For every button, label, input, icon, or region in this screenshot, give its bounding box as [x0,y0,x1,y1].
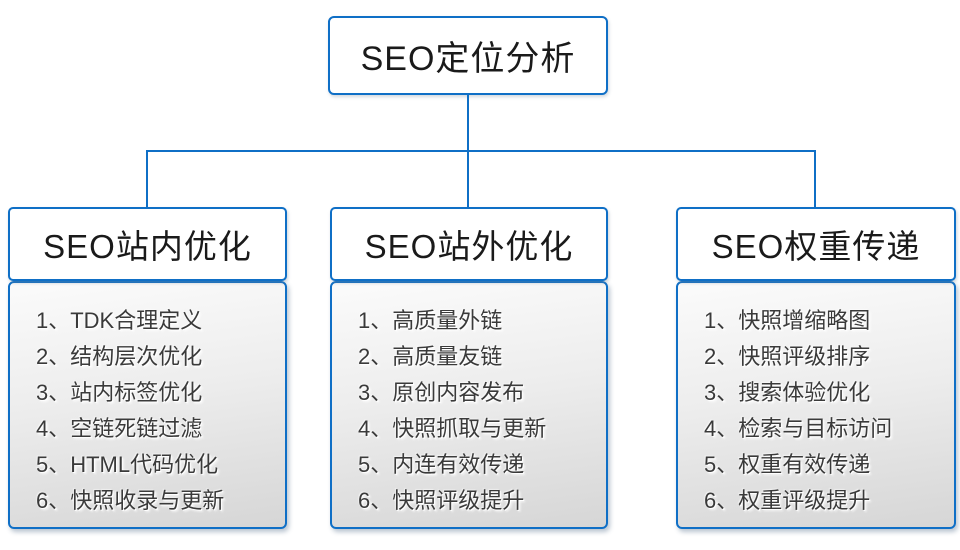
list-item: 5、内连有效传递 [358,452,525,477]
list-item: 4、快照抓取与更新 [358,416,547,441]
list-item: 5、权重有效传递 [704,452,871,477]
column-onsite-title: SEO站内优化 [43,228,252,265]
list-item: 1、快照增缩略图 [704,308,871,333]
list-item: 3、搜索体验优化 [704,380,871,405]
list-item: 2、结构层次优化 [36,344,203,369]
connector-drop-middle-line [467,150,469,208]
column-weight-title: SEO权重传递 [711,228,921,265]
list-item: 5、HTML代码优化 [36,452,219,477]
list-item: 3、原创内容发布 [358,380,525,405]
column-onsite-header: SEO站内优化 [8,207,287,281]
list-item: 2、高质量友链 [358,344,503,369]
list-item: 6、快照评级提升 [358,488,525,513]
root-node-seo-positioning: SEO定位分析 [328,16,608,95]
column-weight-list: 1、快照增缩略图 2、快照评级排序 3、搜索体验优化 4、检索与目标访问 5、权… [676,281,956,529]
list-item: 2、快照评级排序 [704,344,871,369]
list-item: 1、高质量外链 [358,308,503,333]
list-item: 3、站内标签优化 [36,380,203,405]
connector-trunk-line [467,95,469,152]
list-item: 6、快照收录与更新 [36,488,225,513]
connector-drop-left-line [146,150,148,208]
list-item: 1、TDK合理定义 [36,308,203,333]
list-item: 4、检索与目标访问 [704,416,893,441]
column-offsite-header: SEO站外优化 [330,207,608,281]
column-weight-header: SEO权重传递 [676,207,956,281]
connector-crossbar-line [146,150,816,152]
column-onsite-list: 1、TDK合理定义 2、结构层次优化 3、站内标签优化 4、空链死链过滤 5、H… [8,281,287,529]
column-offsite-list: 1、高质量外链 2、高质量友链 3、原创内容发布 4、快照抓取与更新 5、内连有… [330,281,608,529]
list-item: 6、权重评级提升 [704,488,871,513]
root-node-title: SEO定位分析 [360,40,576,78]
column-offsite-title: SEO站外优化 [364,228,574,265]
list-item: 4、空链死链过滤 [36,416,203,441]
connector-drop-right-line [814,150,816,208]
